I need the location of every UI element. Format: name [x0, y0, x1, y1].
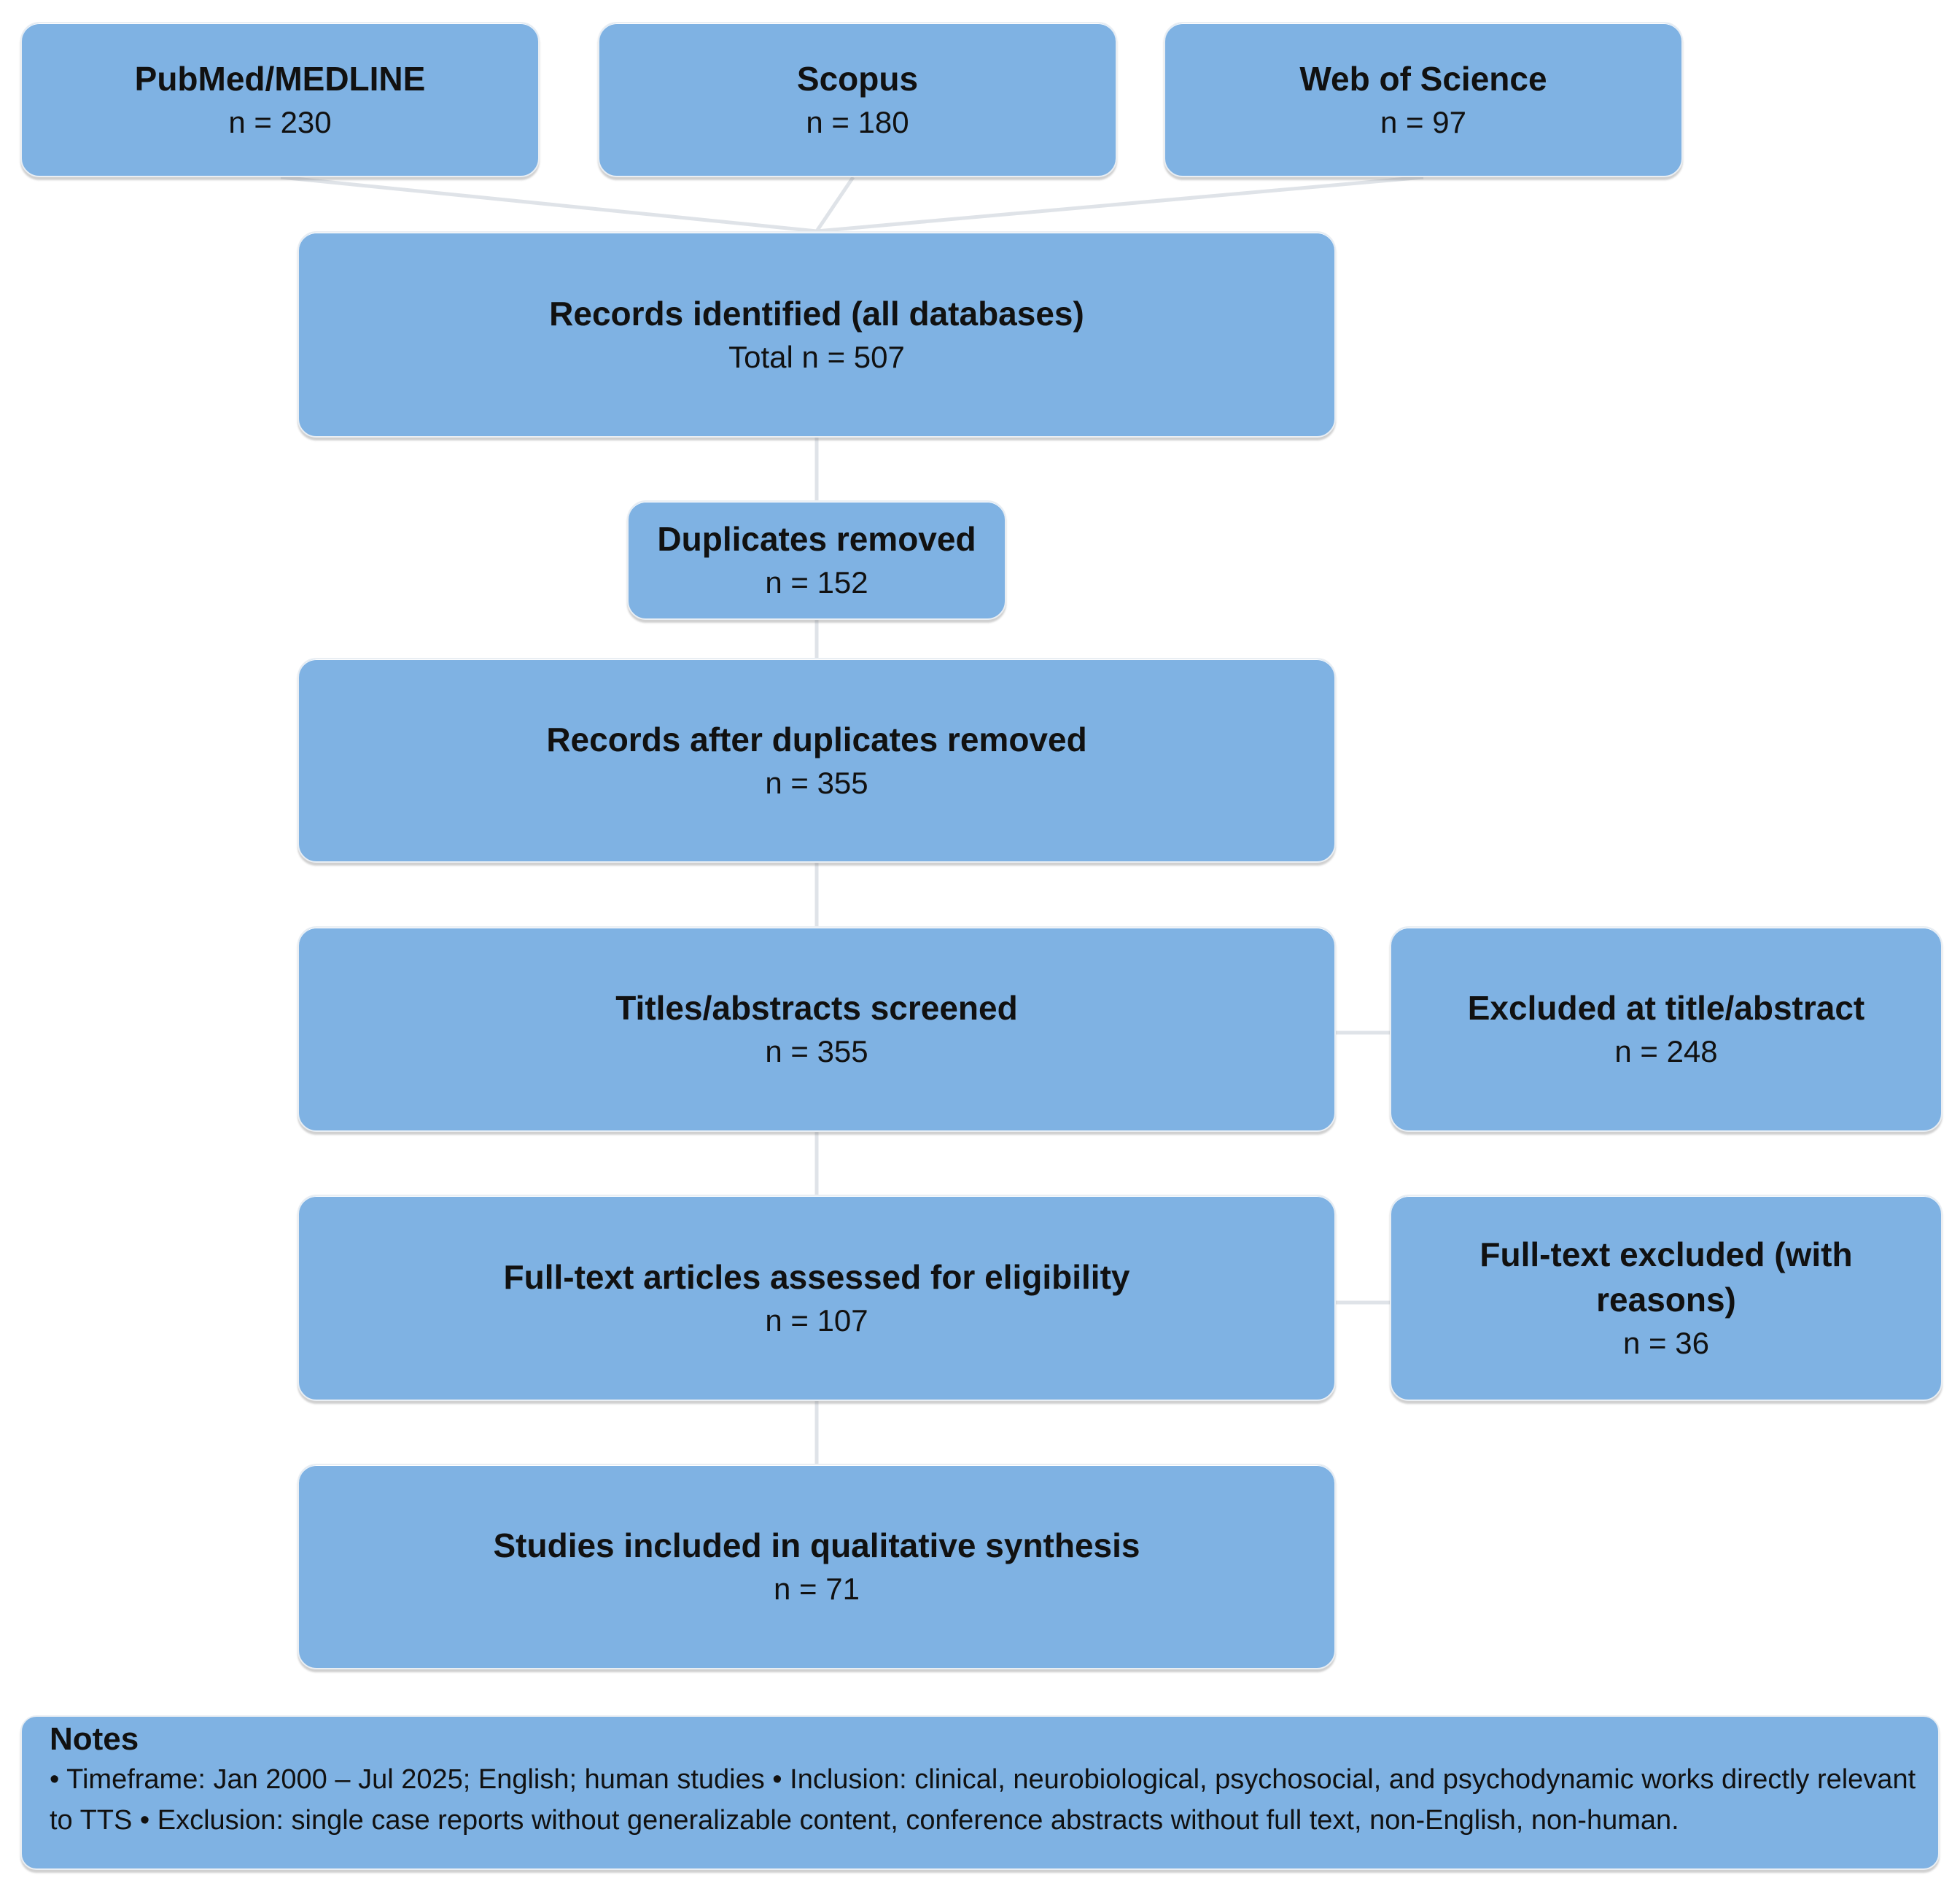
connector-scopus — [814, 176, 855, 233]
screened-count: n = 355 — [765, 1034, 868, 1068]
source-count: n = 180 — [806, 104, 909, 139]
full-text-assessed-title: Full-text articles assessed for eligibil… — [503, 1257, 1130, 1296]
connector-pubmed — [280, 175, 817, 233]
screened-title: Titles/abstracts screened — [615, 989, 1018, 1027]
records-identified-count: Total n = 507 — [728, 339, 905, 374]
full-text-assessed-count: n = 107 — [765, 1303, 868, 1338]
duplicates-removed-box: Duplicates removed n = 152 — [627, 500, 1006, 620]
screened-box: Titles/abstracts screened n = 355 — [298, 926, 1336, 1132]
duplicates-removed-title: Duplicates removed — [657, 520, 976, 558]
source-title: Web of Science — [1299, 59, 1547, 98]
source-title: PubMed/MEDLINE — [134, 59, 426, 98]
full-text-excluded-count: n = 36 — [1623, 1325, 1709, 1360]
records-after-duplicates-count: n = 355 — [765, 765, 868, 800]
source-box-web-of-science: Web of Science n = 97 — [1164, 22, 1683, 177]
source-title: Scopus — [796, 59, 919, 98]
excluded-title-abstract-title: Excluded at title/abstract — [1467, 989, 1865, 1027]
duplicates-removed-count: n = 152 — [765, 565, 868, 599]
full-text-excluded-title: Full-text excluded (with reasons) — [1479, 1235, 1853, 1319]
full-text-excluded-box: Full-text excluded (with reasons) n = 36 — [1390, 1195, 1942, 1401]
records-after-duplicates-box: Records after duplicates removed n = 355 — [298, 658, 1336, 863]
records-identified-box: Records identified (all databases) Total… — [298, 231, 1336, 438]
studies-included-title: Studies included in qualitative synthesi… — [493, 1526, 1140, 1564]
notes-box: Notes • Timeframe: Jan 2000 – Jul 2025; … — [20, 1715, 1940, 1870]
full-text-assessed-box: Full-text articles assessed for eligibil… — [298, 1195, 1336, 1401]
studies-included-count: n = 71 — [774, 1572, 860, 1606]
excluded-title-abstract-count: n = 248 — [1614, 1034, 1718, 1068]
records-after-duplicates-title: Records after duplicates removed — [546, 720, 1087, 758]
excluded-title-abstract-box: Excluded at title/abstract n = 248 — [1390, 926, 1942, 1132]
notes-body: • Timeframe: Jan 2000 – Jul 2025; Englis… — [50, 1764, 1916, 1836]
source-box-scopus: Scopus n = 180 — [598, 22, 1117, 177]
connector-wos — [816, 175, 1424, 233]
source-box-pubmed: PubMed/MEDLINE n = 230 — [20, 22, 540, 177]
notes-title: Notes — [50, 1721, 139, 1757]
source-count: n = 97 — [1380, 104, 1466, 139]
source-count: n = 230 — [228, 104, 332, 139]
studies-included-box: Studies included in qualitative synthesi… — [298, 1464, 1336, 1669]
records-identified-title: Records identified (all databases) — [549, 294, 1084, 333]
